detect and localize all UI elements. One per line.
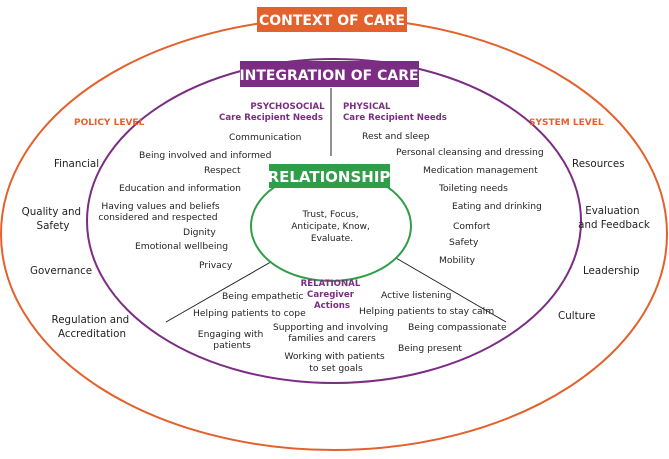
relationship-title: RELATIONSHIP (268, 168, 391, 186)
relationship-center-line: Anticipate, Know, (291, 222, 370, 232)
relationship-center-text: Trust, Focus, Anticipate, Know, Evaluate… (291, 210, 373, 244)
system-item: Evaluation and Feedback (578, 205, 650, 231)
relationship-center-line: Evaluate. (311, 234, 353, 244)
psychosocial-item: Emotional wellbeing (135, 241, 228, 252)
policy-item: Quality and Safety (22, 206, 85, 232)
relational-item: Supporting and involving families and ca… (273, 322, 391, 344)
policy-level-heading: POLICY LEVEL (74, 118, 145, 128)
policy-item: Financial (54, 158, 99, 170)
psychosocial-item: Education and information (119, 183, 241, 194)
system-item: Culture (558, 310, 595, 322)
psychosocial-item: Communication (229, 132, 302, 143)
relational-heading: RELATIONAL Caregiver Actions (301, 279, 364, 311)
relational-item: Being present (398, 343, 462, 354)
context-of-care-title: CONTEXT OF CARE (259, 13, 405, 29)
context-of-care-banner (257, 7, 407, 32)
physical-item: Personal cleansing and dressing (396, 147, 544, 158)
relational-item: Being empathetic (222, 291, 303, 302)
psychosocial-item: Dignity (183, 227, 216, 238)
psychosocial-heading: PSYCHOSOCIAL Care Recipient Needs (219, 102, 328, 123)
psychosocial-item: Being involved and informed (139, 150, 271, 161)
psychosocial-item: Having values and beliefs considered and… (98, 201, 222, 223)
psychosocial-item: Respect (204, 165, 241, 176)
physical-item: Safety (449, 237, 479, 248)
integration-of-care-banner (240, 61, 419, 87)
psychosocial-item: Privacy (199, 260, 233, 271)
relational-item: Active listening (381, 290, 452, 301)
relational-item: Being compassionate (408, 322, 507, 333)
divider-lower-right (395, 257, 507, 323)
relational-item: Working with patients to set goals (284, 351, 387, 374)
physical-heading: PHYSICAL Care Recipient Needs (343, 102, 447, 123)
relational-item: Helping patients to cope (193, 308, 306, 319)
system-item: Resources (572, 158, 625, 170)
integration-of-care-ellipse (86, 58, 582, 384)
policy-item: Governance (30, 265, 92, 277)
relational-item: Helping patients to stay calm (359, 306, 494, 317)
relationship-banner (269, 164, 390, 188)
system-level-heading: SYSTEM LEVEL (529, 118, 604, 128)
physical-item: Comfort (453, 221, 491, 232)
integration-of-care-title: INTEGRATION OF CARE (239, 68, 418, 84)
physical-item: Medication management (423, 165, 538, 176)
relationship-center-line: Trust, Focus, (302, 210, 359, 220)
physical-item: Eating and drinking (452, 201, 542, 212)
physical-item: Toileting needs (438, 183, 508, 194)
divider-lower-left (165, 258, 277, 323)
relational-item: Engaging with patients (198, 329, 266, 351)
physical-item: Rest and sleep (362, 131, 430, 142)
policy-item: Regulation and Accreditation (52, 314, 133, 340)
system-item: Leadership (583, 265, 640, 277)
physical-item: Mobility (439, 255, 476, 266)
